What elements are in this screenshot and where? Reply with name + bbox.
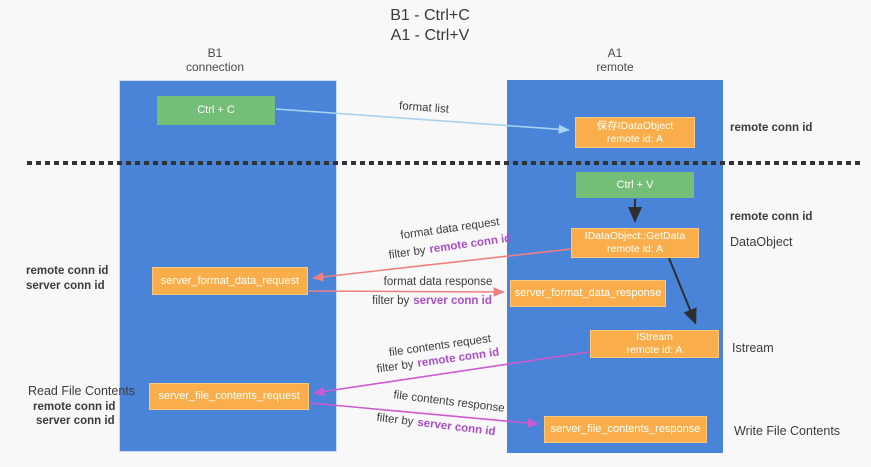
- right-remote-conn-id-label-1: remote conn id: [730, 122, 813, 134]
- left-server-conn-id-label-1: server conn id: [26, 280, 105, 292]
- ctrl-v-box: Ctrl + V: [576, 172, 694, 198]
- ctrl-c-label: Ctrl + C: [197, 104, 235, 116]
- server-format-data-request-label: server_format_data_request: [160, 274, 300, 287]
- format-data-response-arrow: [308, 287, 505, 297]
- getdata-line1: IDataObject::GetData: [584, 230, 686, 242]
- lane-header-a1: A1 remote: [507, 46, 723, 74]
- server-file-contents-response-box: server_file_contents_response: [544, 416, 707, 443]
- ctrl-v-label: Ctrl + V: [616, 178, 654, 191]
- file-contents-response-label: file contents response: [392, 389, 506, 415]
- left-remote-conn-id-label-2: remote conn id: [33, 401, 116, 413]
- dataobject-label: DataObject: [730, 235, 793, 249]
- server-conn-id-text: server conn id: [416, 416, 497, 439]
- getdata-line2: remote id: A: [606, 243, 664, 255]
- idataobject-getdata-box: IDataObject::GetData remote id: A: [571, 228, 699, 258]
- server-conn-id-text: server conn id: [413, 295, 492, 307]
- read-file-contents-label: Read File Contents: [28, 384, 136, 398]
- phase-divider-dashed-line: [27, 161, 860, 165]
- format-data-response-label: format data response: [383, 276, 493, 288]
- left-server-conn-id-label-2: server conn id: [36, 415, 115, 427]
- lane-b1-name: B1: [207, 46, 223, 60]
- lane-a1-sub: remote: [596, 60, 634, 74]
- save-idataobject-line2: remote id: A: [606, 132, 664, 145]
- format-list-label: format list: [398, 100, 450, 116]
- write-file-contents-label: Write File Contents: [734, 424, 841, 438]
- diagram-title: B1 - Ctrl+C A1 - Ctrl+V: [0, 6, 860, 46]
- lane-a1-name: A1: [607, 46, 623, 60]
- filter-by-text: filter by: [388, 244, 427, 262]
- istream-line1: IStream: [636, 331, 673, 343]
- title-line-2: A1 - Ctrl+V: [390, 27, 470, 44]
- lane-b1-sub: connection: [185, 60, 245, 74]
- ctrl-c-box: Ctrl + C: [157, 96, 275, 125]
- lane-header-b1: B1 connection: [107, 46, 323, 74]
- save-idataobject-box: 保存IDataObject remote id: A: [575, 117, 695, 148]
- save-idataobject-line1: 保存IDataObject: [596, 119, 674, 132]
- filter-by-text: filter by: [375, 411, 415, 429]
- server-format-data-request-box: server_format_data_request: [152, 267, 308, 295]
- filter-by-text: filter by: [372, 295, 410, 307]
- istream-line2: remote id: A: [626, 344, 683, 356]
- istream-side-label: Istream: [732, 341, 774, 355]
- server-file-contents-request-label: server_file_contents_request: [158, 390, 300, 402]
- server-file-contents-response-label: server_file_contents_response: [550, 423, 701, 435]
- title-line-1: B1 - Ctrl+C: [390, 7, 470, 24]
- filter-by-text: filter by: [376, 358, 415, 376]
- istream-box: IStream remote id: A: [590, 330, 719, 358]
- right-remote-conn-id-label-2: remote conn id: [730, 211, 813, 223]
- server-format-data-response-box: server_format_data_response: [510, 280, 666, 307]
- server-format-data-response-label: server_format_data_response: [514, 287, 662, 299]
- left-remote-conn-id-label-1: remote conn id: [26, 265, 109, 277]
- server-file-contents-request-box: server_file_contents_request: [149, 383, 309, 410]
